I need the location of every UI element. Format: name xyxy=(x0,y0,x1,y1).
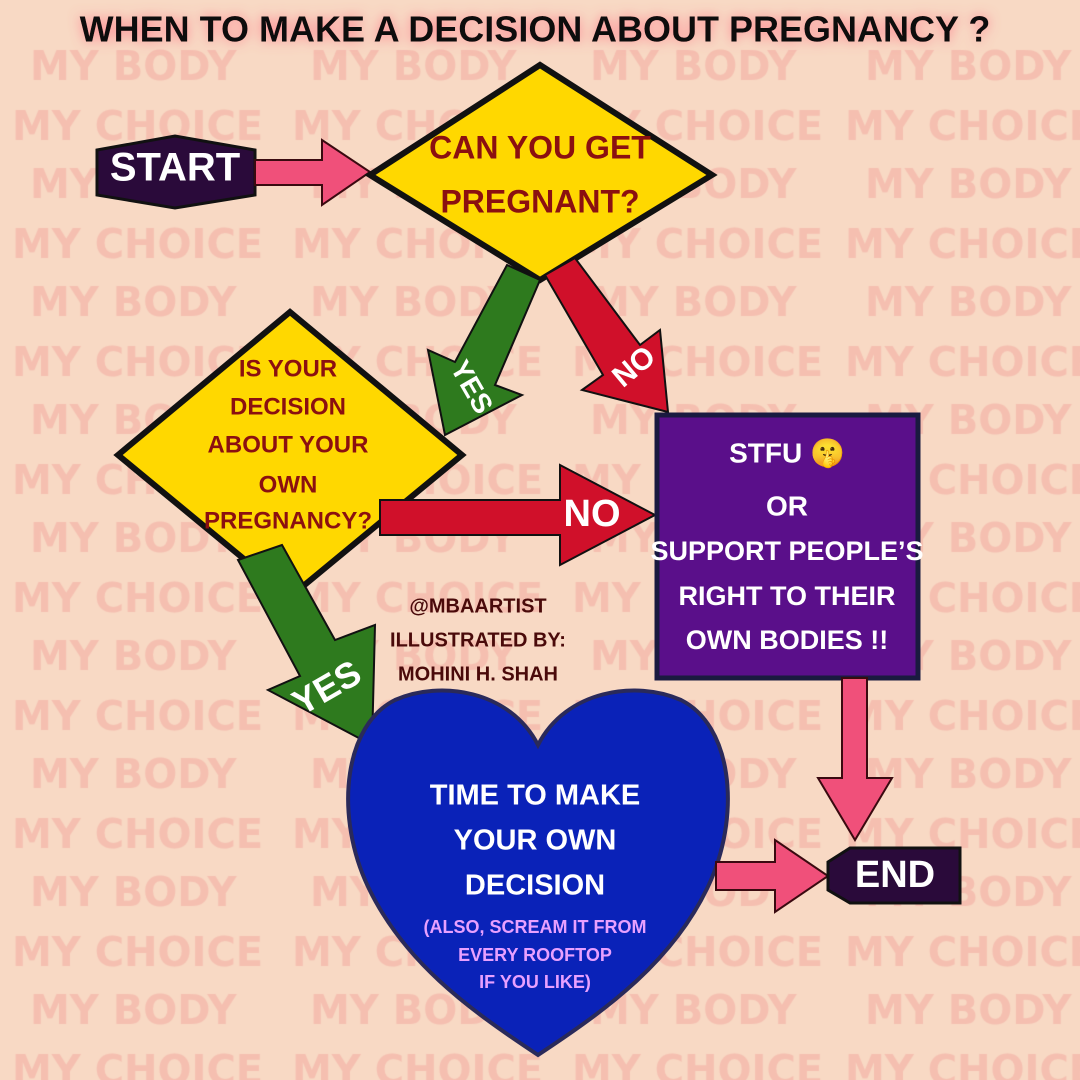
q2-line: OWN xyxy=(259,471,318,498)
page-title: WHEN TO MAKE A DECISION ABOUT PREGNANCY … xyxy=(80,9,991,50)
q1-line: CAN YOU GET xyxy=(429,129,651,165)
decision-line: YOUR OWN xyxy=(454,825,617,857)
q2-line: IS YOUR xyxy=(239,355,337,382)
yes-arrow-q1-to-q2: YES xyxy=(426,263,542,437)
arrow-start-to-q1 xyxy=(254,138,372,207)
no-arrow-q1-to-stfu: NO xyxy=(543,256,670,414)
end-label: END xyxy=(855,854,935,896)
end-node: END xyxy=(826,846,962,905)
credit-author: MOHINI H. SHAH xyxy=(398,663,558,685)
no-label: NO xyxy=(564,493,621,535)
question-can-you-get-pregnant: CAN YOU GET PREGNANT? xyxy=(364,61,718,284)
decision-heart-node: TIME TO MAKE YOUR OWN DECISION (ALSO, SC… xyxy=(346,688,730,1058)
q2-line: PREGNANCY? xyxy=(204,507,372,534)
question-is-your-decision: IS YOUR DECISION ABOUT YOUR OWN PREGNANC… xyxy=(113,308,467,601)
arrow-stfu-to-end xyxy=(816,677,894,842)
stfu-node: STFU 🤫 OR SUPPORT PEOPLE’S RIGHT TO THEI… xyxy=(650,412,924,681)
decision-line: DECISION xyxy=(465,870,605,902)
stfu-line: SUPPORT PEOPLE’S xyxy=(650,536,923,566)
yes-arrow-q2-to-decision: YES xyxy=(236,543,377,747)
stfu-line: OWN BODIES !! xyxy=(686,625,889,655)
q2-line: DECISION xyxy=(230,393,346,420)
decision-note: EVERY ROOFTOP xyxy=(458,945,612,965)
stfu-line: OR xyxy=(766,490,808,521)
q2-line: ABOUT YOUR xyxy=(208,431,369,458)
arrow-decision-to-end xyxy=(715,838,830,914)
no-arrow-q2-to-stfu: NO xyxy=(379,463,658,567)
credit-handle: @MBAARTIST xyxy=(409,595,546,617)
decision-note: IF YOU LIKE) xyxy=(479,972,591,992)
start-label: START xyxy=(110,146,240,190)
decision-line: TIME TO MAKE xyxy=(430,780,641,812)
credit: @MBAARTIST ILLUSTRATED BY: MOHINI H. SHA… xyxy=(390,595,566,685)
stfu-line: STFU 🤫 xyxy=(729,437,845,469)
stfu-line: RIGHT TO THEIR xyxy=(678,581,895,611)
start-node: START xyxy=(95,134,257,210)
decision-note: (ALSO, SCREAM IT FROM xyxy=(424,917,647,937)
credit-line: ILLUSTRATED BY: xyxy=(390,629,566,651)
q1-line: PREGNANT? xyxy=(440,183,639,219)
